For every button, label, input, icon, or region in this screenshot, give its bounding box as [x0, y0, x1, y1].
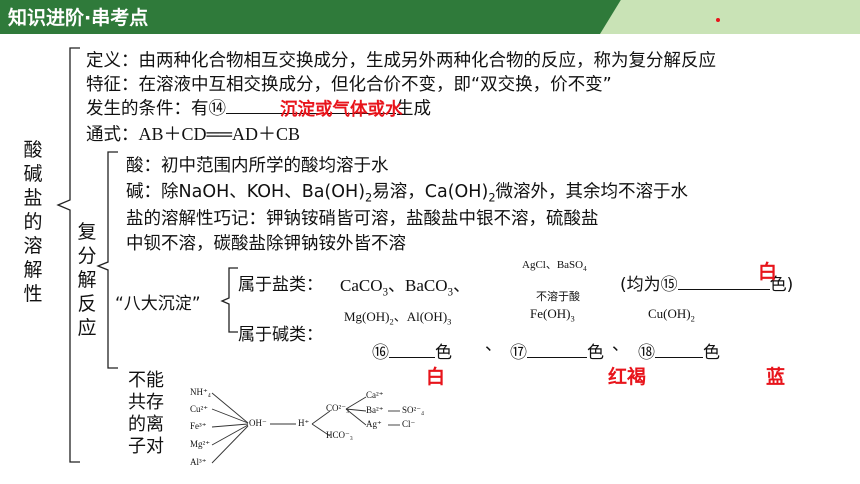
- condition-suffix: 生成: [396, 99, 431, 119]
- eight-precipitates-label: “八大沉淀”: [115, 294, 201, 314]
- condition-line: 发生的条件：有⑭ 生成: [86, 95, 431, 120]
- answer-15: 白: [758, 261, 778, 283]
- condition-prefix: 发生的条件：有⑭: [86, 99, 226, 119]
- header-banner-accent: [600, 0, 860, 34]
- answer-18: 蓝: [766, 366, 786, 388]
- salt-formulas: CaCO3、BaCO3、: [340, 276, 471, 299]
- ion-mg: Mg²⁺: [190, 439, 210, 449]
- cu-hydroxide: Cu(OH)2: [648, 306, 695, 324]
- base-class-label: 属于碱类：: [238, 325, 323, 345]
- answer-16: 白: [426, 366, 446, 388]
- definition-text: 定义：由两种化合物相互交换成分，生成另外两种化合物的反应，称为复分解反应: [86, 51, 716, 71]
- ion-ag: Ag⁺: [366, 419, 382, 429]
- salt-rule-line1: 盐的溶解性巧记：钾钠铵硝皆可溶，盐酸盐中银不溶，硫酸盐: [126, 209, 599, 229]
- base-rule: 碱：除NaOH、KOH、Ba(OH)2易溶，Ca(OH)2微溶外，其余均不溶于水: [126, 182, 689, 205]
- mg-al-hydroxide: Mg(OH)2、Al(OH)3: [344, 309, 452, 327]
- general-label: 通式：: [86, 125, 139, 145]
- sub-vertical-title: 复分解反应: [77, 221, 97, 339]
- ion-al: Al³⁺: [190, 457, 207, 467]
- general-formula: AB＋CD══AD＋CB: [138, 124, 301, 144]
- general-line: 通式：AB＋CD══AD＋CB: [86, 120, 300, 146]
- ion-co3: CO²⁻₃: [326, 403, 350, 413]
- ion-cu: Cu²⁺: [190, 404, 208, 414]
- condition-answer: 沉淀或气体或水: [280, 100, 403, 120]
- ion-so4: SO²⁻₄: [402, 405, 425, 415]
- separator-2: 、: [612, 335, 629, 355]
- header-banner: [0, 0, 635, 34]
- ion-oh: OH⁻: [249, 418, 267, 428]
- acid-rule: 酸：初中范围内所学的酸均溶于水: [126, 156, 389, 176]
- insoluble-in-acid: 不溶于酸: [536, 290, 580, 303]
- ion-fe: Fe³⁺: [190, 421, 207, 431]
- salt-rule-line2: 中钡不溶，碳酸盐除钾钠铵外皆不溶: [126, 234, 406, 254]
- precipitate-brace: [220, 267, 238, 333]
- ion-pairs-label: 不能共存的离子对: [128, 370, 164, 457]
- ion-cl: Cl⁻: [402, 419, 416, 429]
- page-title: 知识进阶·串考点: [8, 7, 149, 29]
- ion-ca: Ca²⁺: [366, 390, 384, 400]
- decorative-dot: [716, 18, 720, 22]
- ion-nh4: NH⁺₄: [190, 387, 211, 397]
- ion-hco3: HCO⁻₃: [326, 430, 353, 440]
- ion-ba: Ba²⁺: [366, 405, 384, 415]
- fe-hydroxide: Fe(OH)3: [530, 306, 575, 324]
- salt-class-label: 属于盐类：: [238, 275, 323, 295]
- agcl-baso4: AgCl、BaSO4: [522, 259, 587, 274]
- separator-1: 、: [485, 335, 502, 355]
- sub-brace: [96, 151, 118, 369]
- main-brace: [56, 47, 80, 463]
- ion-h: H⁺: [298, 418, 310, 428]
- vertical-title: 酸碱盐的溶解性: [23, 139, 43, 305]
- answer-17: 红褐: [608, 366, 647, 388]
- feature-text: 特征：在溶液中互相交换成分，但化合价不变，即“双交换，价不变”: [86, 75, 612, 95]
